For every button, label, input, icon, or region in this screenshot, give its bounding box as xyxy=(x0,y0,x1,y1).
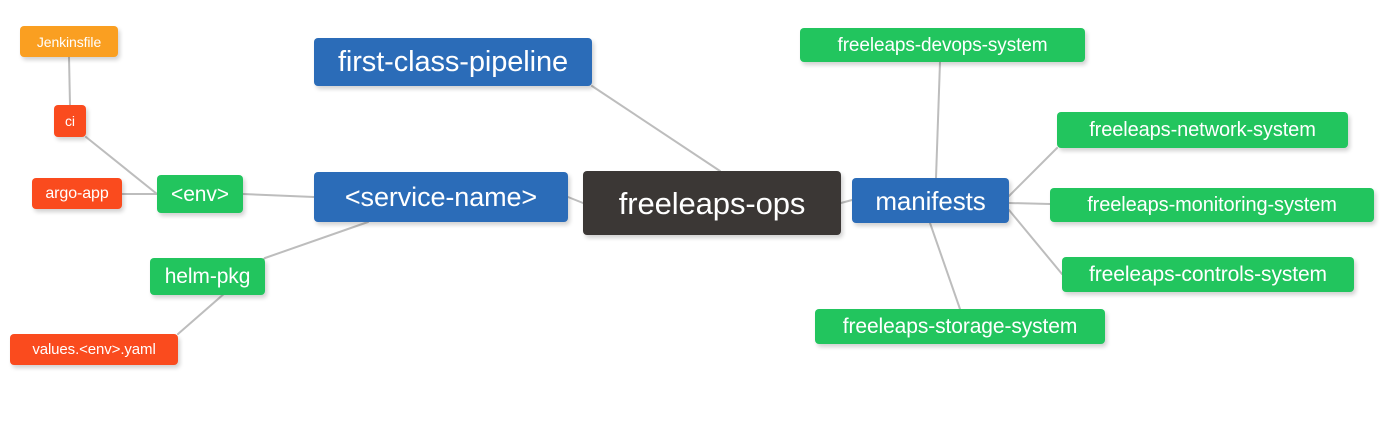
node-storage-system[interactable]: freeleaps-storage-system xyxy=(815,309,1105,344)
node-label: freeleaps-devops-system xyxy=(837,34,1048,56)
node-devops-system[interactable]: freeleaps-devops-system xyxy=(800,28,1085,62)
node-label: Jenkinsfile xyxy=(36,33,102,50)
node-first-class-pipeline[interactable]: first-class-pipeline xyxy=(314,38,592,86)
edge-helm-pkg-to-service-name xyxy=(264,221,369,259)
node-label: values.<env>.yaml xyxy=(32,341,156,358)
node-label: ci xyxy=(65,113,75,129)
node-jenkinsfile[interactable]: Jenkinsfile xyxy=(20,26,118,57)
node-service-name[interactable]: <service-name> xyxy=(314,172,568,222)
node-label: <service-name> xyxy=(344,181,538,212)
edge-jenkinsfile-to-ci xyxy=(68,56,71,106)
edge-freeleaps-ops-to-manifests xyxy=(840,199,853,204)
node-label: freeleaps-storage-system xyxy=(842,315,1078,338)
node-label: freeleaps-network-system xyxy=(1089,119,1316,141)
node-label: manifests xyxy=(875,185,986,216)
edge-manifests-to-storage-system xyxy=(929,222,961,310)
node-ci[interactable]: ci xyxy=(54,105,86,137)
node-label: argo-app xyxy=(45,184,109,202)
node-helm-pkg[interactable]: helm-pkg xyxy=(150,258,265,295)
edge-service-name-to-freeleaps-ops xyxy=(567,196,584,204)
node-controls-system[interactable]: freeleaps-controls-system xyxy=(1062,257,1354,292)
node-label: <env> xyxy=(171,182,229,206)
node-values-yaml[interactable]: values.<env>.yaml xyxy=(10,334,178,365)
node-label: first-class-pipeline xyxy=(337,45,569,78)
node-freeleaps-ops[interactable]: freeleaps-ops xyxy=(583,171,841,235)
edge-manifests-to-monitoring-system xyxy=(1008,202,1051,205)
node-label: freeleaps-ops xyxy=(618,185,806,221)
edge-first-class-pipeline-to-freeleaps-ops xyxy=(591,85,721,172)
node-manifests[interactable]: manifests xyxy=(852,178,1009,223)
node-monitoring-system[interactable]: freeleaps-monitoring-system xyxy=(1050,188,1374,222)
edge-env-to-service-name xyxy=(242,193,315,198)
edge-manifests-to-devops-system xyxy=(935,61,941,179)
node-label: freeleaps-monitoring-system xyxy=(1087,194,1337,216)
node-env[interactable]: <env> xyxy=(157,175,243,213)
node-label: freeleaps-controls-system xyxy=(1089,263,1327,286)
node-label: helm-pkg xyxy=(164,265,251,288)
node-network-system[interactable]: freeleaps-network-system xyxy=(1057,112,1348,148)
node-argo-app[interactable]: argo-app xyxy=(32,178,122,209)
